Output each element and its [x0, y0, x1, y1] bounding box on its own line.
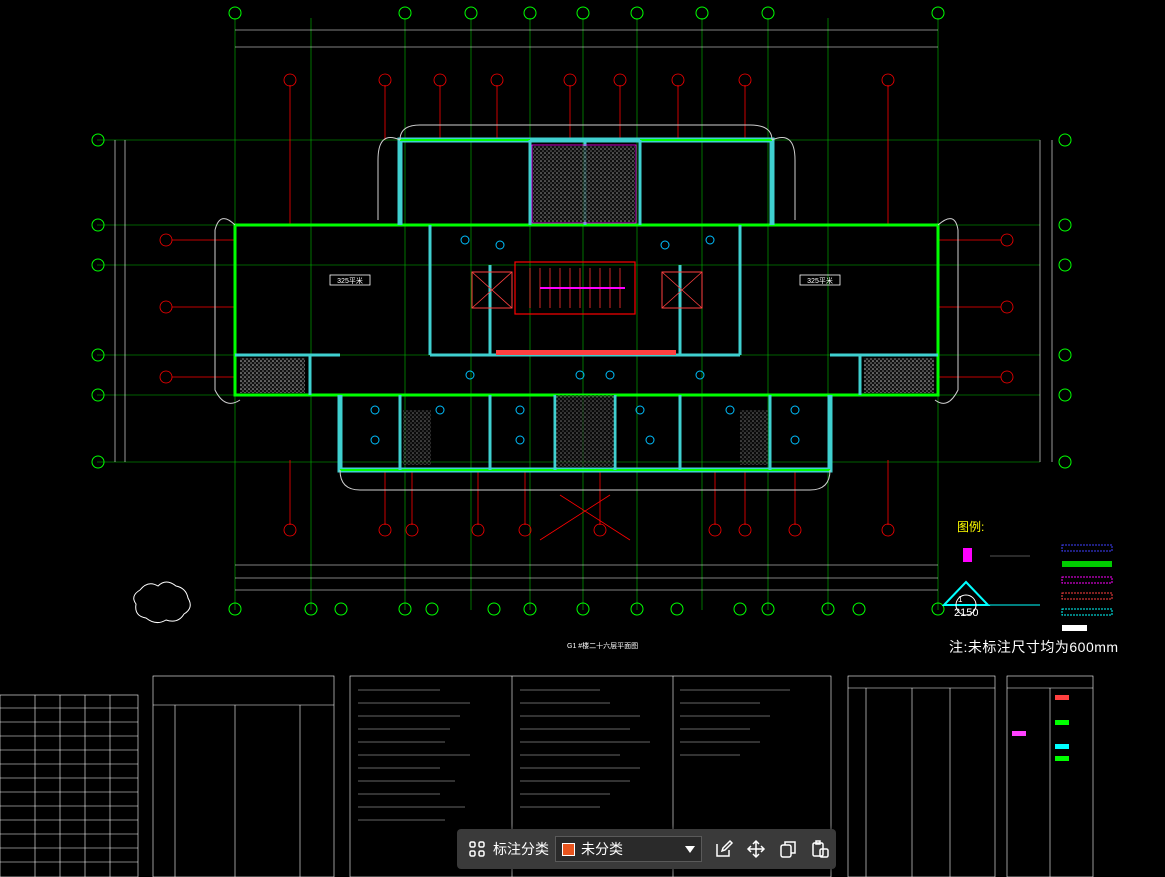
move-icon[interactable] [742, 835, 770, 863]
dimension-lines [114, 29, 1053, 591]
edit-icon[interactable] [710, 835, 738, 863]
annotation-toolbar: 标注分类 未分类 [457, 829, 836, 869]
callout-number: 1 [958, 595, 963, 604]
callout-sub-number: 2150 [954, 607, 979, 619]
axis-bubbles [91, 6, 1072, 616]
chevron-down-icon [685, 845, 695, 853]
category-color-swatch [562, 842, 575, 856]
hatch-areas [240, 146, 934, 467]
legend-table-swatches [1012, 695, 1069, 761]
section-markers [159, 73, 1014, 541]
fixtures [370, 235, 800, 445]
legend-title: 图例: [957, 520, 985, 534]
plan-title: G1 #楼二十六层平面图 [567, 643, 639, 650]
area-labels: 325平米 325平米 [329, 274, 841, 286]
category-select[interactable]: 未分类 [555, 836, 702, 862]
revision-cloud [133, 581, 191, 624]
legend [941, 544, 1113, 631]
category-label: 标注分类 [493, 841, 549, 857]
paste-icon[interactable] [806, 835, 834, 863]
category-select-value: 未分类 [581, 841, 623, 857]
drawing-note: 注:未标注尺寸均为600mm [949, 639, 1119, 655]
table-text-rows [358, 689, 790, 821]
copy-icon[interactable] [774, 835, 802, 863]
grid-icon[interactable] [463, 835, 491, 863]
area-label-right: 325平米 [807, 276, 833, 285]
area-label-left: 325平米 [337, 276, 363, 285]
